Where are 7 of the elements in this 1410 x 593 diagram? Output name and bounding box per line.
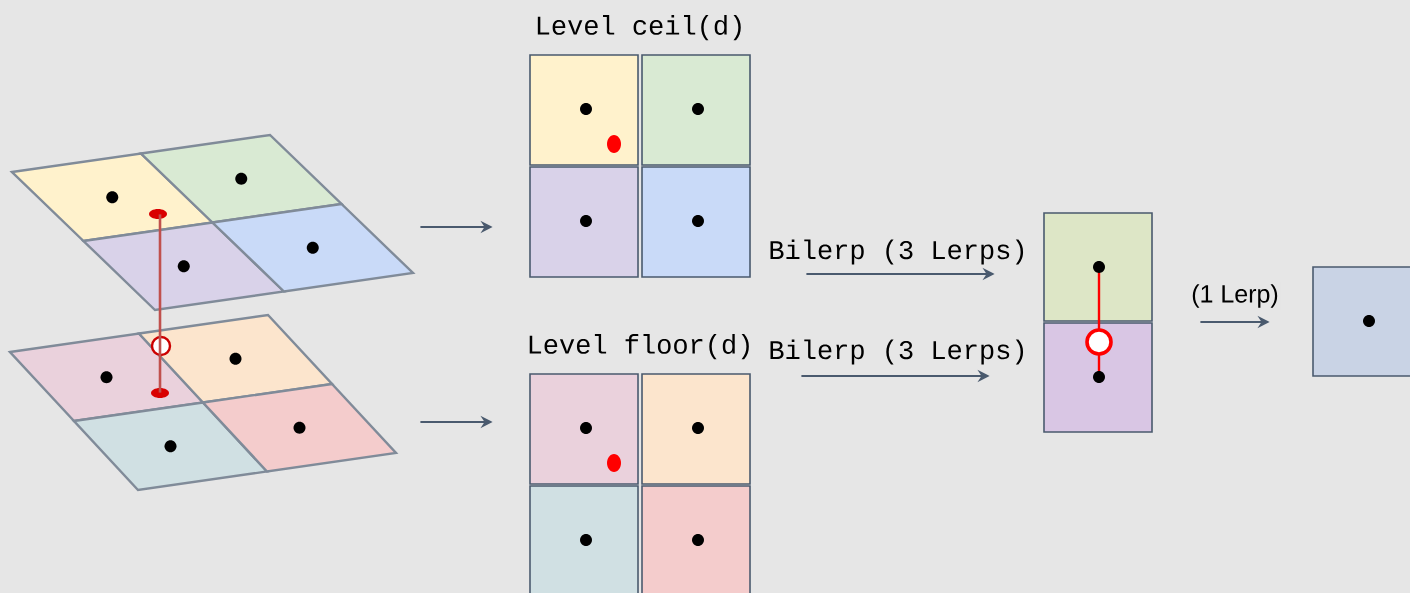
cell-drawing [1312,266,1410,377]
edge-label: Bilerp (3 Lerps) [766,237,1030,267]
level-heading: Level ceil(d) [537,15,741,41]
cell-drawing [1043,212,1153,433]
edge-label: Bilerp (3 Lerps) [766,337,1030,367]
edge-label: (1 Lerp) [1189,282,1281,310]
level-heading: Level floor(d) [529,334,749,360]
